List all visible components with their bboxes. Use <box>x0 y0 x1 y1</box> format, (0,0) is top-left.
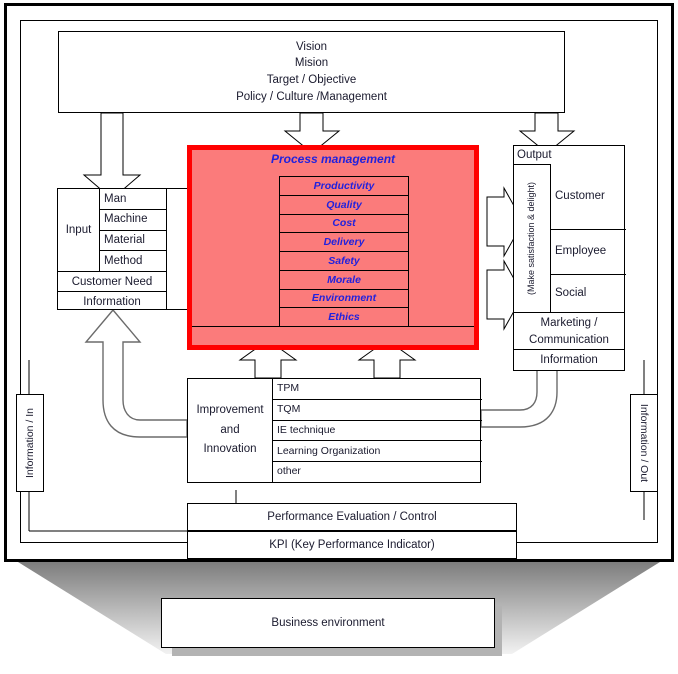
process-item-productivity: Productivity <box>280 177 408 196</box>
kpi-box: KPI (Key Performance Indicator) <box>187 531 517 559</box>
vision-mission-box: Vision Mision Target / Objective Policy … <box>58 31 565 113</box>
input-resource-list: Man Machine Material Method <box>100 189 166 271</box>
output-satisfaction-note-text: (Make satisfaction & delight) <box>526 182 537 296</box>
information-out-box: Information / Out <box>630 394 658 492</box>
output-target-list: Customer Employee Social <box>550 164 626 312</box>
output-label: Output <box>517 148 552 161</box>
output-target-employee: Employee <box>550 230 626 275</box>
improvement-label-line2: and <box>220 423 240 436</box>
process-item-safety: Safety <box>280 252 408 271</box>
policy-culture-management-line: Policy / Culture /Management <box>236 90 387 103</box>
output-target-social: Social <box>555 286 587 299</box>
performance-evaluation-box: Performance Evaluation / Control <box>187 503 517 531</box>
process-item-morale: Morale <box>280 271 408 290</box>
process-management-title: Process management <box>270 152 396 166</box>
input-item-machine: Machine <box>100 210 166 231</box>
process-management-box: Process management Productivity Quality … <box>187 145 479 350</box>
input-item-method: Method <box>104 254 143 267</box>
output-marketing-communication: Marketing / Communication <box>514 312 624 351</box>
process-item-delivery: Delivery <box>280 233 408 252</box>
input-customer-need: Customer Need <box>58 271 166 292</box>
input-item-material: Material <box>100 231 166 252</box>
input-item-man: Man <box>100 189 166 210</box>
improvement-label: Improvement and Innovation <box>188 379 273 482</box>
improvement-label-line3: Innovation <box>203 443 257 456</box>
business-environment-box: Business environment <box>161 598 495 648</box>
output-satisfaction-note: (Make satisfaction & delight) <box>514 164 551 313</box>
output-marketing-line2: Communication <box>529 334 609 346</box>
process-base-band <box>192 326 474 351</box>
process-item-cost: Cost <box>280 215 408 234</box>
process-item-quality: Quality <box>280 196 408 215</box>
improvement-item-tpm: TPM <box>272 379 482 400</box>
improvement-item-ie-technique: IE technique <box>272 421 482 442</box>
vision-line: Vision <box>295 40 328 53</box>
input-label: Input <box>58 189 100 271</box>
improvement-item-other: other <box>277 465 301 478</box>
input-top-section: Input Man Machine Material Method <box>58 189 166 271</box>
output-target-customer: Customer <box>550 164 626 231</box>
improvement-innovation-box: Improvement and Innovation TPM TQM IE te… <box>187 378 482 483</box>
target-objective-line: Target / Objective <box>266 74 357 86</box>
output-box: Output (Make satisfaction & delight) Cus… <box>513 145 626 351</box>
process-item-ethics: Ethics <box>280 308 408 327</box>
improvement-label-line1: Improvement <box>196 404 264 417</box>
process-item-environment: Environment <box>280 290 408 309</box>
input-information: Information <box>58 291 166 312</box>
improvement-item-list: TPM TQM IE technique Learning Organizati… <box>272 379 482 482</box>
output-information: Information <box>513 349 625 371</box>
mission-line: Mision <box>294 57 329 70</box>
information-out-text: Information / Out <box>638 403 651 483</box>
improvement-item-tqm: TQM <box>272 400 482 421</box>
improvement-item-learning-organization: Learning Organization <box>272 441 482 463</box>
process-item-list: Productivity Quality Cost Delivery Safet… <box>279 176 409 327</box>
information-in-text: Information / In <box>24 407 37 479</box>
input-connector-stub <box>167 188 189 310</box>
output-marketing-line1: Marketing / <box>540 317 598 330</box>
information-in-box: Information / In <box>16 394 44 492</box>
input-box: Input Man Machine Material Method Custom… <box>57 188 167 310</box>
